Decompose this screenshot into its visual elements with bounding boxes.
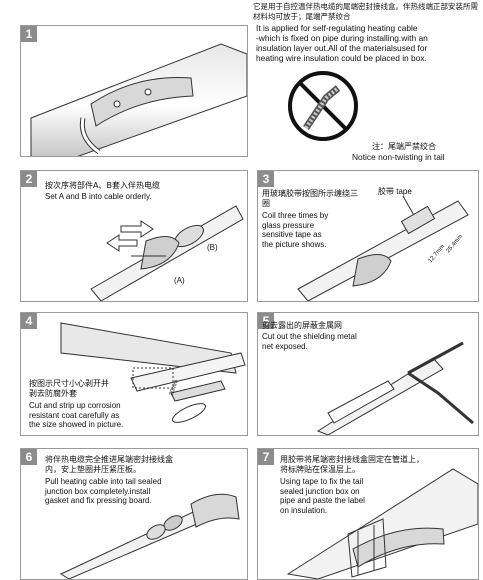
step-3-cn: 用玻璃胶带按图所示缠绕三圈 bbox=[262, 189, 358, 208]
step-6-cn: 将伴热电缆完全推进尾端密封接线盒内，安上垫圈并压紧压板。 bbox=[45, 455, 173, 474]
header-cn: 它是用于自控温伴热电缆的尾端密封接线盒。伴热线端正部安装所需材料均可放于；尾端严… bbox=[253, 2, 478, 21]
tape-wrap-illustration bbox=[297, 195, 469, 301]
step-3-en: Coil three times by glass pressure sensi… bbox=[262, 211, 329, 249]
step-7-cn: 用胶带将尾端密封接线盒固定在管道上，将标牌贴在保温层上。 bbox=[280, 455, 424, 474]
step-6-en: Pull heating cable into tail sealed junc… bbox=[45, 477, 162, 505]
step-1-panel: 1 bbox=[20, 25, 248, 157]
step-number: 5 bbox=[258, 313, 274, 329]
pipe-junction-box-illustration bbox=[30, 43, 247, 156]
step-2-panel: 2 按次序将部件A、B套入伴热电缆 Set A and B into cable… bbox=[20, 170, 248, 302]
step-number: 4 bbox=[21, 313, 37, 329]
notice-cn: 注：尾端严禁绞合 bbox=[372, 142, 436, 151]
step-3-panel: 3 用玻璃胶带按图所示缠绕三圈 Coil three times by glas… bbox=[257, 170, 479, 302]
step-number: 7 bbox=[258, 449, 274, 465]
step-5-panel: 5 剪去露出的屏蔽金属网 Cut out the shielding metal… bbox=[257, 312, 479, 436]
cable-parts-illustration bbox=[90, 205, 244, 301]
step-number: 6 bbox=[21, 449, 37, 465]
no-twist-illustration bbox=[288, 71, 358, 141]
tape-label: 胶带 tape bbox=[378, 187, 412, 196]
step-6-panel: 6 将伴热电缆完全推进尾端密封接线盒内，安上垫圈并压紧压板。 Pull heat… bbox=[20, 448, 248, 580]
label-b: (B) bbox=[207, 243, 218, 252]
notice-en: Notice non-twisting in tail bbox=[352, 152, 445, 162]
step-4-panel: 4 20mm 按图示尺寸小心剥开并剥去防腐外套 Cut and strip up… bbox=[20, 312, 248, 436]
step-number: 3 bbox=[258, 171, 274, 187]
step-4-cn: 按图示尺寸小心剥开并剥去防腐外套 bbox=[29, 379, 109, 398]
step-2-cn: 按次序将部件A、B套入伴热电缆 bbox=[45, 181, 160, 190]
step-4-en: Cut and strip up corrosion resistant coa… bbox=[29, 401, 124, 429]
fix-box-on-pipe-illustration bbox=[286, 468, 478, 579]
step-2-en: Set A and B into cable orderly. bbox=[45, 192, 152, 201]
step-7-panel: 7 用胶带将尾端密封接线盒固定在管道上，将标牌贴在保温层上。 Using tap… bbox=[257, 448, 479, 580]
label-a: (A) bbox=[174, 276, 185, 285]
install-box-illustration bbox=[59, 493, 240, 579]
header-en: It is applied for self-regulating heatin… bbox=[256, 23, 428, 63]
step-5-en: Cut out the shielding metal net exposed. bbox=[262, 332, 357, 351]
step-5-cn: 剪去露出的屏蔽金属网 bbox=[262, 321, 342, 330]
step-number: 2 bbox=[21, 171, 37, 187]
strip-coat-illustration bbox=[60, 322, 246, 423]
step-number: 1 bbox=[21, 26, 37, 42]
cut-shield-illustration bbox=[316, 341, 474, 435]
step-7-en: Using tape to fix the tail sealed juncti… bbox=[280, 477, 365, 515]
